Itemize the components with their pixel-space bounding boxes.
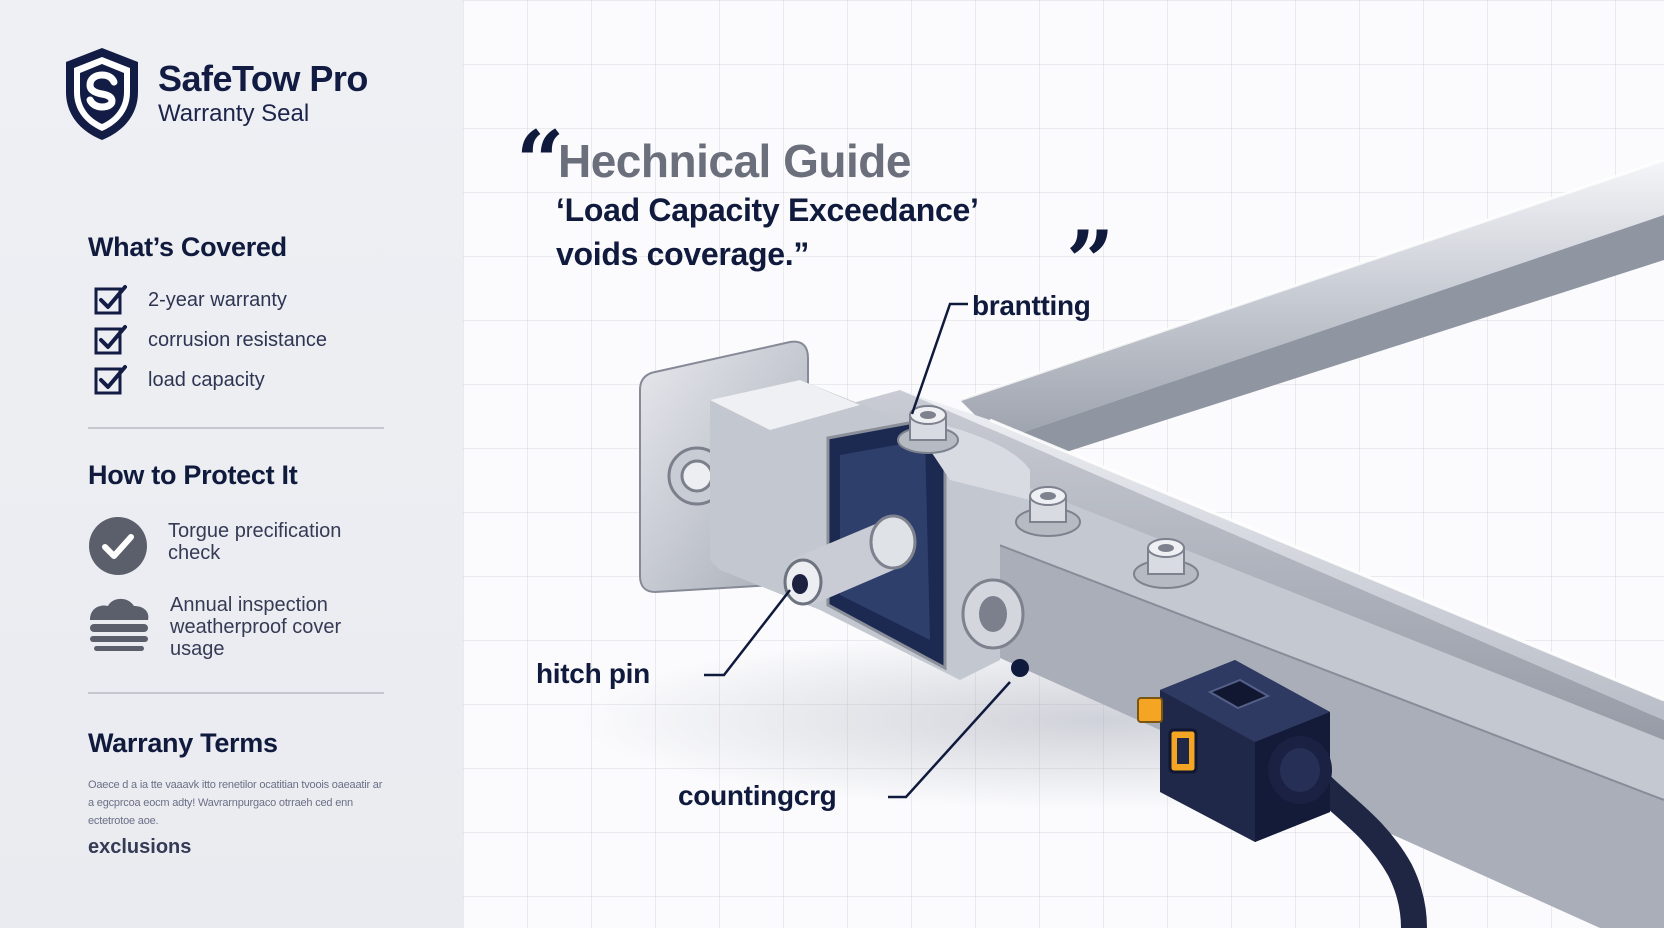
checkbox-checked-icon <box>94 365 127 395</box>
brand-header: SafeTow Pro Warranty Seal <box>62 46 368 142</box>
bolt <box>1133 538 1199 589</box>
callout-bottom: countingcrg <box>678 780 837 811</box>
protect-item: Torgue precification check <box>88 516 368 576</box>
close-quote-mark: ” <box>1066 212 1115 311</box>
leader-line-left <box>704 589 791 677</box>
protect-item-text: Torgue precification check <box>168 520 342 564</box>
guide-line-2: voids coverage.” <box>556 236 810 272</box>
checkbox-checked-icon <box>94 325 127 355</box>
covered-item: corrusion resistance <box>94 320 327 360</box>
covered-item: load capacity <box>94 360 327 400</box>
bolt <box>897 405 959 454</box>
covered-item-label: load capacity <box>148 368 265 391</box>
upper-crossbar <box>959 158 1664 470</box>
check-circle-icon <box>89 517 147 575</box>
sidebar: SafeTow Pro Warranty Seal What’s Covered… <box>0 0 463 928</box>
covered-item-label: corrusion resistance <box>148 328 327 351</box>
terms-title: Warrany Terms <box>88 728 278 758</box>
callout-top: brantting <box>972 290 1091 321</box>
protect-item-text: Annual inspection weatherproof cover usa… <box>170 594 342 660</box>
covered-title: What’s Covered <box>88 232 287 262</box>
counting-marker-dot <box>1011 659 1029 677</box>
protect-title: How to Protect It <box>88 460 298 490</box>
terms-fine-print: Oaece d a ia tte vaaavk itto renetilor o… <box>88 779 383 827</box>
covered-item-label: 2-year warranty <box>148 288 287 311</box>
guide-headline: Hechnical Guide <box>558 135 911 187</box>
terms-exclusions: exclusions <box>88 836 192 858</box>
shield-logo-icon <box>66 48 138 140</box>
brand-name: SafeTow Pro <box>158 58 368 99</box>
hitch-illustration <box>580 158 1664 928</box>
brand-subtitle: Warranty Seal <box>158 100 310 127</box>
bolt <box>1015 486 1081 537</box>
open-quote-mark: “ <box>516 112 565 211</box>
side-bushing <box>961 578 1025 650</box>
main-illustration-area <box>463 0 1664 928</box>
guide-line-1: ‘Load Capacity Exceedance’ <box>556 192 979 228</box>
hitch-pin <box>783 514 917 606</box>
divider <box>88 427 384 429</box>
protect-item: Annual inspection weatherproof cover usa… <box>88 592 370 660</box>
divider <box>88 692 384 694</box>
covered-item: 2-year warranty <box>94 280 327 320</box>
callout-hitch-pin: hitch pin <box>536 658 650 689</box>
leader-line-bottom <box>888 681 1011 799</box>
cloud-cover-icon <box>90 598 149 651</box>
wiring-connector <box>1137 660 1427 928</box>
covered-list: 2-year warranty corrusion resistance loa… <box>94 280 327 400</box>
checkbox-checked-icon <box>94 285 127 315</box>
leader-line-top <box>910 302 968 415</box>
